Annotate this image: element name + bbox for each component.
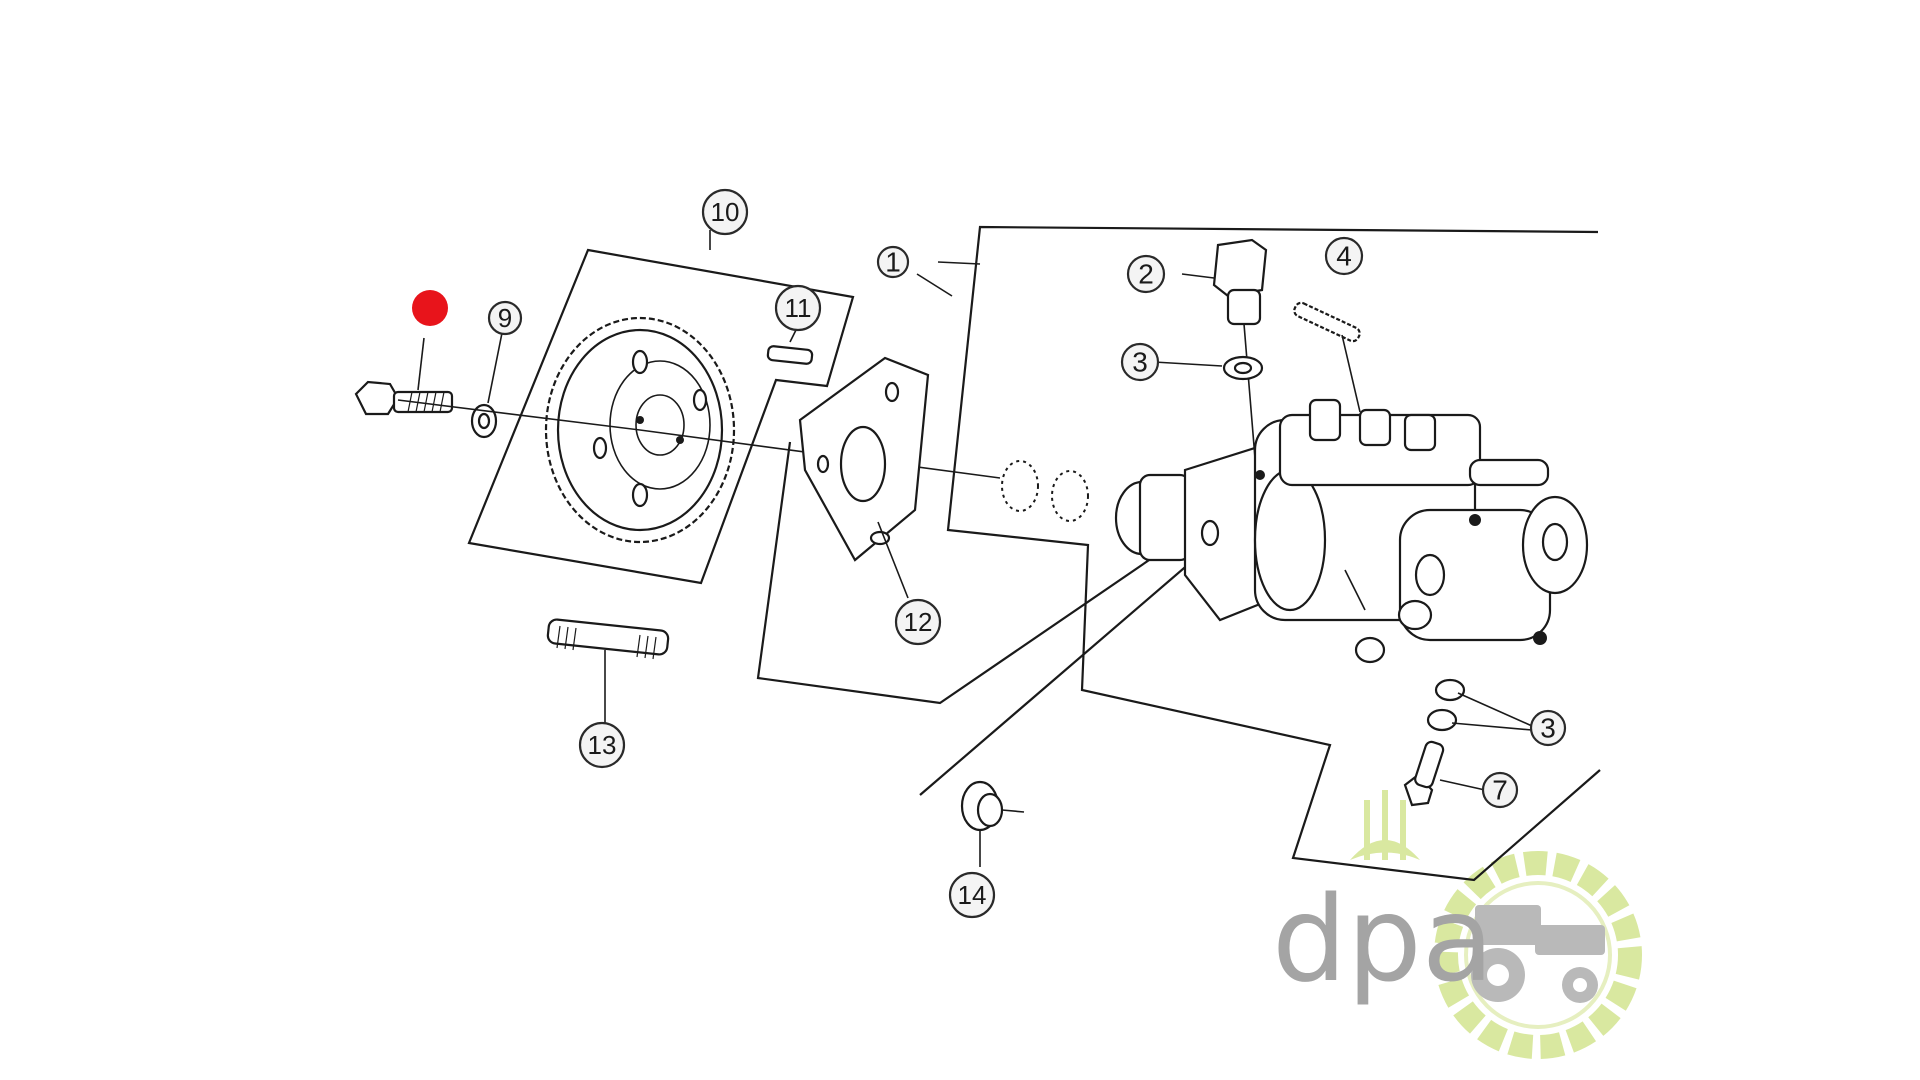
callout-12: 12 (894, 598, 942, 646)
svg-text:3: 3 (1540, 713, 1556, 744)
gasket-outline (756, 441, 1227, 796)
callout-3-bottom: 3 (1529, 709, 1567, 747)
callout-4: 4 (1324, 236, 1364, 276)
callout-11: 11 (774, 284, 822, 332)
callout-2: 2 (1126, 254, 1166, 294)
dpa-watermark-logo: dpa (1272, 790, 1642, 1059)
leader-lines-right (1439, 692, 1533, 791)
callout-9: 9 (487, 300, 523, 336)
lower-washers (1426, 678, 1466, 732)
svg-text:2: 2 (1138, 259, 1154, 290)
fitting-part (1212, 238, 1268, 459)
callout-14: 14 (948, 871, 996, 919)
svg-text:4: 4 (1336, 241, 1352, 272)
pin-part (766, 329, 814, 365)
spring-part (1293, 301, 1361, 413)
svg-text:3: 3 (1132, 347, 1148, 378)
gasket-part (798, 356, 930, 599)
callout-13: 13 (578, 721, 626, 769)
svg-text:1: 1 (885, 247, 901, 278)
svg-text:10: 10 (711, 197, 740, 227)
gear-outline (467, 248, 855, 585)
svg-text:13: 13 (588, 730, 617, 760)
svg-text:12: 12 (904, 607, 933, 637)
logo-gear-ring (1434, 851, 1642, 1059)
washer-part (470, 332, 503, 439)
svg-text:9: 9 (498, 303, 512, 333)
callout-10: 10 (701, 188, 749, 236)
callout-7: 7 (1481, 771, 1519, 809)
logo-text: dpa (1272, 870, 1494, 1008)
pump-outline (937, 225, 1601, 882)
bolt-part (354, 337, 454, 416)
banjo-bolt-part (1403, 740, 1445, 807)
tractor-icon (1471, 905, 1605, 1003)
highlight-dot (412, 290, 448, 326)
svg-text:11: 11 (785, 293, 812, 323)
nut-part (960, 780, 1025, 867)
callout-1: 1 (876, 245, 910, 279)
svg-text:14: 14 (958, 880, 987, 910)
wheat-icon (1350, 790, 1420, 860)
svg-text:7: 7 (1492, 775, 1508, 806)
injection-pump-body (1114, 398, 1589, 664)
stud-part (546, 618, 670, 725)
seal-rings (1001, 460, 1089, 522)
callout-3-top: 3 (1120, 342, 1160, 382)
